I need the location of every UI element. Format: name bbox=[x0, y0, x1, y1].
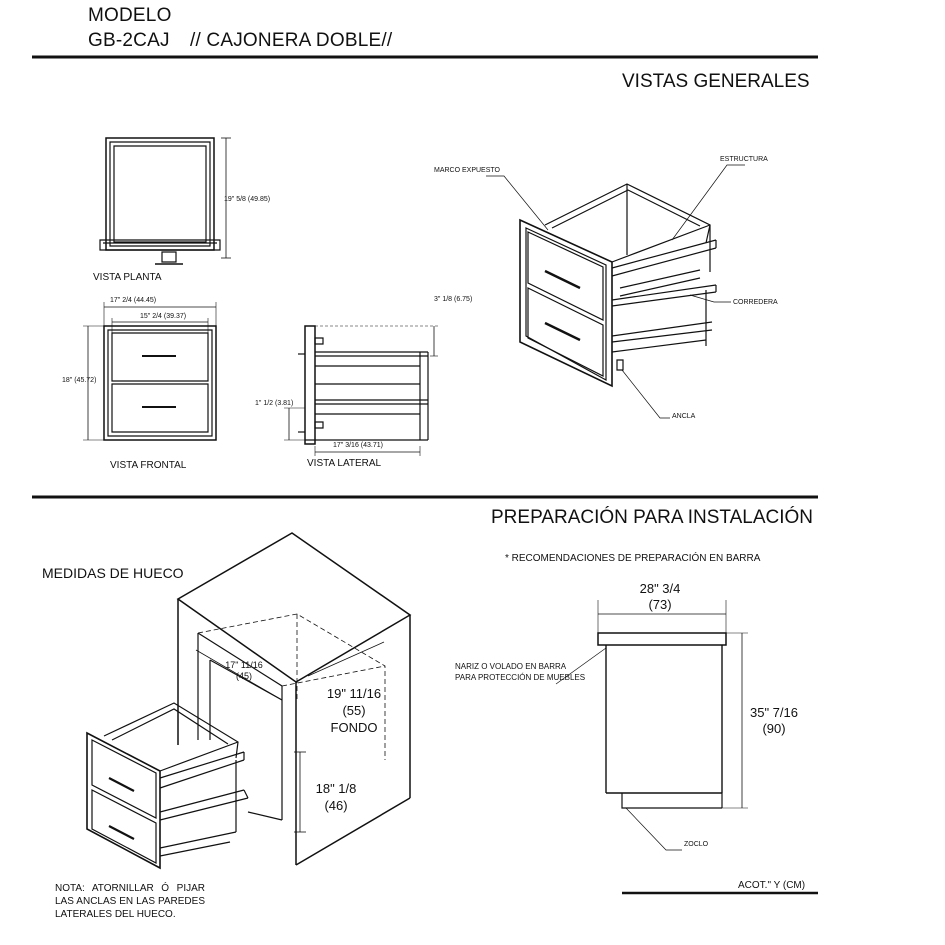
front-width-inner-dim: 15" 2/4 (39.37) bbox=[140, 313, 187, 320]
front-height-dim: 18" (45.72) bbox=[62, 377, 97, 384]
section-title-general: VISTAS GENERALES bbox=[622, 71, 810, 92]
cutout-depth-label: FONDO bbox=[330, 720, 378, 735]
side-view bbox=[284, 326, 438, 456]
bar-profile bbox=[556, 600, 748, 850]
cutout-depth-in: 19" 11/16 bbox=[326, 686, 382, 701]
side-top-dim: 3" 1/8 (6.75) bbox=[434, 296, 473, 303]
cutout-depth-cm: (55) bbox=[342, 703, 366, 718]
callout-anchor: ANCLA bbox=[672, 413, 696, 420]
cutout-height-in: 18" 1/8 bbox=[315, 781, 357, 796]
model-label: MODELO bbox=[88, 5, 172, 26]
bar-width-in: 28" 3/4 bbox=[639, 581, 681, 596]
cutout-depth-dim: 19" 11/16 (55) FONDO bbox=[318, 685, 390, 736]
callout-structure: ESTRUCTURA bbox=[720, 156, 768, 163]
front-view-label: VISTA FRONTAL bbox=[110, 460, 187, 471]
bar-width-cm: (73) bbox=[648, 597, 672, 612]
overhang-note: NARIZ O VOLADO EN BARRA PARA PROTECCIÓN … bbox=[455, 661, 585, 683]
plan-depth-dim: 19" 5/8 (49.85) bbox=[224, 196, 271, 203]
side-view-label: VISTA LATERAL bbox=[307, 458, 382, 469]
front-width-outer-dim: 17" 2/4 (44.45) bbox=[110, 297, 157, 304]
units-label: ACOT." Y (CM) bbox=[738, 880, 806, 891]
plan-view bbox=[100, 138, 231, 264]
bar-width-dim: 28" 3/4 (73) bbox=[628, 581, 692, 613]
installation-note: NOTA: ATORNILLAR Ó PIJAR LAS ANCLAS EN L… bbox=[55, 883, 205, 920]
recommendation-text: * RECOMENDACIONES DE PREPARACIÓN EN BARR… bbox=[505, 553, 761, 564]
cutout-drawing bbox=[87, 533, 410, 868]
callout-frame: MARCO EXPUESTO bbox=[434, 167, 500, 174]
cutout-width-cm: (45) bbox=[235, 671, 252, 681]
cutout-title: MEDIDAS DE HUECO bbox=[42, 565, 184, 581]
section-title-install: PREPARACIÓN PARA INSTALACIÓN bbox=[491, 507, 814, 528]
callout-slide: CORREDERA bbox=[733, 299, 778, 306]
plan-view-label: VISTA PLANTA bbox=[93, 272, 162, 283]
isometric-drawer bbox=[486, 165, 745, 418]
cutout-height-cm: (46) bbox=[324, 798, 348, 813]
front-view bbox=[83, 302, 216, 440]
plinth-label: ZOCLO bbox=[684, 841, 709, 848]
model-name: // CAJONERA DOBLE// bbox=[190, 30, 393, 51]
overhang-note-line-2: PARA PROTECCIÓN DE MUEBLES bbox=[455, 673, 586, 682]
bar-height-cm: (90) bbox=[762, 721, 786, 736]
bar-height-dim: 35" 7/16 (90) bbox=[744, 705, 804, 737]
side-bottom-dim: 1" 1/2 (3.81) bbox=[255, 400, 294, 407]
model-code: GB-2CAJ bbox=[88, 30, 170, 51]
cutout-width-in: 17" 11/16 bbox=[225, 660, 263, 670]
bar-height-in: 35" 7/16 bbox=[750, 705, 798, 720]
cutout-width-dim: 17" 11/16 (45) bbox=[216, 660, 272, 682]
side-depth-dim: 17" 3/16 (43.71) bbox=[333, 442, 383, 449]
overhang-note-line-1: NARIZ O VOLADO EN BARRA bbox=[455, 662, 567, 671]
cutout-height-dim: 18" 1/8 (46) bbox=[306, 780, 366, 814]
